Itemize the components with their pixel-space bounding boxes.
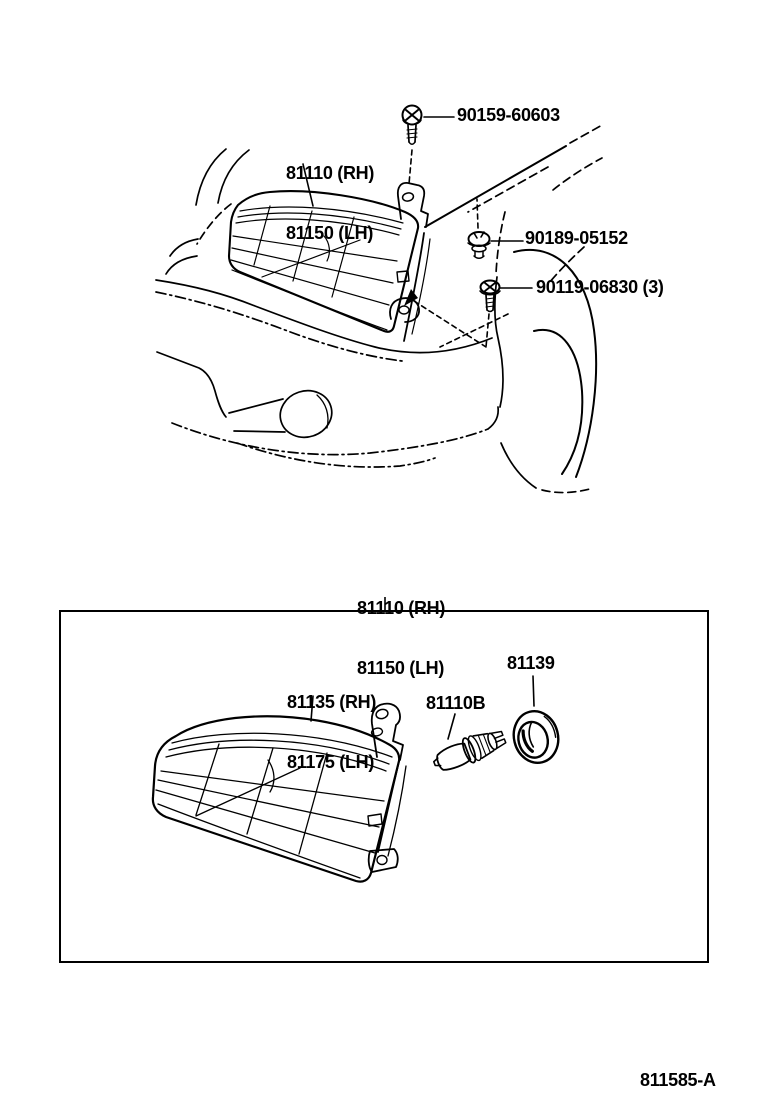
assembly-part-label: 81110 (RH) 81150 (LH) xyxy=(357,558,445,718)
bolt-part-label: 90119-06830 (3) xyxy=(536,277,664,297)
headlamp-part-label: 81110 (RH) 81150 (LH) xyxy=(286,123,374,283)
headlamp-assembly-drawing xyxy=(227,182,431,342)
bulb-part-label: 81110B xyxy=(426,693,486,713)
cap-part-label: 81139 xyxy=(507,653,555,673)
clip-part-label: 90189-05152 xyxy=(525,228,628,248)
lens-part-label-lh: 81175 (LH) xyxy=(287,752,375,772)
bolt-icon xyxy=(479,279,501,313)
socket-cap-icon xyxy=(512,710,560,764)
screw-part-label: 90159-60603 xyxy=(457,105,560,125)
screw-icon xyxy=(401,104,423,145)
headlamp-part-label-rh: 81110 (RH) xyxy=(286,163,375,183)
figure-code: 811585-A xyxy=(640,1070,716,1090)
car-front-outline xyxy=(155,123,605,494)
lens-part-label: 81135 (RH) 81175 (LH) xyxy=(287,652,376,812)
halogen-bulb-icon xyxy=(433,730,507,771)
clip-icon xyxy=(467,231,491,259)
headlamp-unit-drawing xyxy=(151,702,407,883)
lens-part-label-rh: 81135 (RH) xyxy=(287,692,377,712)
headlamp-part-label-lh: 81150 (LH) xyxy=(286,223,374,243)
assembly-part-label-lh: 81150 (LH) xyxy=(357,658,445,678)
callout-lines-top xyxy=(302,116,533,348)
detail-box-frame xyxy=(59,597,709,963)
arrow-icon xyxy=(404,289,418,306)
assembly-part-label-rh: 81110 (RH) xyxy=(357,598,446,618)
callout-lines-box xyxy=(310,675,535,740)
